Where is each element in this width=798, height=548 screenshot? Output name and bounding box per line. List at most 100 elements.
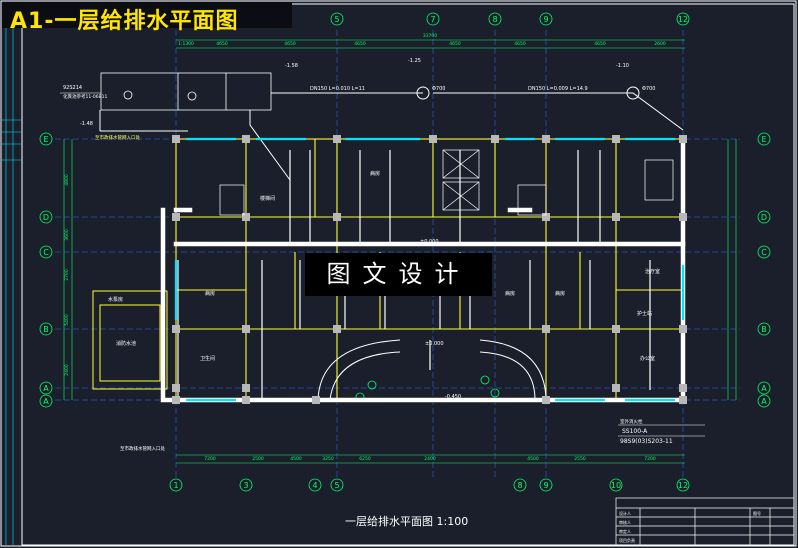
hydrant-spec: 室外消火栓 SS100-A 98S9(03)S203-11 bbox=[618, 418, 705, 445]
stair-core bbox=[219, 149, 674, 216]
elev-label: -1.48 bbox=[80, 121, 93, 127]
left-axis-label: D bbox=[43, 213, 49, 222]
diameter-label: Φ700 bbox=[432, 86, 445, 92]
bottom-axis-labels: 1 3 4 5 8 9 10 12 bbox=[173, 481, 688, 490]
title-banner: A1-一层给排水平面图 bbox=[2, 2, 292, 34]
spec-note: 室外消火栓 bbox=[620, 418, 643, 425]
top-axis-label: 9 bbox=[543, 15, 548, 24]
title-block bbox=[615, 497, 795, 546]
room-label: 水泵房 bbox=[108, 296, 123, 303]
room-label: 病房 bbox=[505, 290, 515, 297]
elev-label: -0.450 bbox=[445, 394, 461, 400]
bottom-dim-text: 2400 bbox=[424, 456, 436, 462]
room-label: 护士站 bbox=[637, 310, 652, 317]
binding-strip bbox=[1, 4, 22, 545]
right-axis-labels: E D C B A A bbox=[761, 135, 767, 406]
left-dim-text: 2400 bbox=[64, 364, 70, 376]
room-label: 消防水池 bbox=[116, 340, 136, 347]
drawing-frame-inner bbox=[21, 3, 795, 546]
bottom-dim-text: 3250 bbox=[322, 456, 334, 462]
tank-code: 92S214 bbox=[63, 85, 82, 91]
top-dim-text: 4650 bbox=[449, 41, 461, 47]
elev-label: ±0.000 bbox=[425, 341, 444, 347]
right-dimension-lines bbox=[727, 139, 737, 400]
bottom-axis-label: 8 bbox=[517, 481, 522, 490]
right-axis-label: C bbox=[761, 248, 767, 257]
left-dimension-texts: 4800 3600 2700 5400 2400 bbox=[64, 174, 70, 376]
bottom-dim-text: 2550 bbox=[574, 456, 586, 462]
right-axis-label: D bbox=[761, 213, 767, 222]
drawing-sheet-title: A1-一层给排水平面图 bbox=[10, 9, 239, 34]
top-dim-text: 4650 bbox=[284, 41, 296, 47]
left-axis-label: B bbox=[43, 325, 49, 334]
bottom-dim-text: 4500 bbox=[290, 456, 302, 462]
left-axis-label: E bbox=[43, 135, 48, 144]
room-label: 楼梯间 bbox=[260, 195, 275, 202]
title-block-cell: 项目负责 bbox=[619, 537, 635, 543]
manholes bbox=[416, 86, 640, 100]
pipe-label: DN150 L=0.009 L=14.9 bbox=[528, 86, 588, 92]
left-axis-label: A bbox=[43, 384, 49, 393]
top-axis-label: 5 bbox=[334, 15, 339, 24]
sewer-note: 至市政排水管网入口处 bbox=[95, 134, 140, 141]
top-axis-label: 7 bbox=[430, 15, 435, 24]
room-label: 病房 bbox=[370, 170, 380, 177]
title-block-cell: 审定人 bbox=[619, 528, 631, 534]
bottom-axis-label: 3 bbox=[243, 481, 248, 490]
windows bbox=[174, 137, 685, 402]
left-dim-text: 3600 bbox=[64, 229, 70, 241]
room-label: 病房 bbox=[205, 290, 215, 297]
right-axis-label: A bbox=[761, 384, 767, 393]
top-dim-text: 1:1300 bbox=[178, 41, 194, 47]
elev-label: -1.25 bbox=[408, 58, 421, 64]
watermark: 图文设计 bbox=[305, 253, 492, 296]
bottom-axis-label: 1 bbox=[173, 481, 178, 490]
elev-label: ±0.000 bbox=[420, 239, 439, 245]
top-dim-text: 4650 bbox=[216, 41, 228, 47]
title-block-cell: 审核人 bbox=[619, 519, 631, 525]
room-label: 卫生间 bbox=[200, 355, 215, 362]
left-dim-text: 4800 bbox=[64, 174, 70, 186]
left-dimension-lines bbox=[63, 139, 73, 400]
elev-label: -1.10 bbox=[616, 63, 629, 69]
left-axis-labels: E D C B A A bbox=[43, 135, 49, 406]
structural-columns bbox=[172, 135, 687, 404]
room-label: 办公室 bbox=[640, 355, 655, 362]
pump-room-block bbox=[92, 290, 168, 390]
right-axis-label: E bbox=[761, 135, 766, 144]
top-axis-label: 12 bbox=[678, 15, 688, 24]
title-block-cell: 图号 bbox=[753, 510, 761, 516]
right-axis-label: A bbox=[761, 397, 767, 406]
left-dim-text: 2700 bbox=[64, 269, 70, 281]
top-axis-label: 8 bbox=[492, 15, 497, 24]
bottom-axis-bubbles bbox=[169, 478, 690, 492]
left-axis-label: A bbox=[43, 397, 49, 406]
sewer-note-lower: 至市政排水管网入口处 bbox=[120, 445, 165, 452]
bottom-axis-label: 4 bbox=[312, 481, 317, 490]
top-dim-text: 2600 bbox=[654, 41, 666, 47]
room-label: 病房 bbox=[555, 290, 565, 297]
spec-code: 98S9(03)S203-11 bbox=[620, 438, 673, 445]
left-dim-text: 5400 bbox=[64, 314, 70, 326]
bottom-axis-label: 5 bbox=[334, 481, 339, 490]
bottom-dim-text: 4500 bbox=[527, 456, 539, 462]
right-axis-bubbles bbox=[757, 132, 771, 408]
bottom-dim-text: 2500 bbox=[252, 456, 264, 462]
diameter-label: Φ700 bbox=[642, 86, 655, 92]
bottom-dimension-texts: 7200 2500 4500 3250 6250 2400 4500 2550 … bbox=[204, 456, 656, 462]
right-axis-label: B bbox=[761, 325, 767, 334]
bottom-dim-text: 6250 bbox=[359, 456, 371, 462]
bottom-axis-label: 9 bbox=[543, 481, 548, 490]
room-labels: 治疗室 护士站 办公室 病房 病房 病房 病房 卫生间 楼梯间 ±0.000 ±… bbox=[200, 170, 660, 400]
bottom-dimension-lines bbox=[176, 454, 685, 464]
top-dim-text: 4650 bbox=[514, 41, 526, 47]
title-block-labels: 设计人 审核人 审定人 项目负责 图号 bbox=[619, 510, 761, 543]
elev-label: -1.58 bbox=[285, 63, 298, 69]
left-axis-label: C bbox=[43, 248, 49, 257]
bottom-axis-label: 12 bbox=[678, 481, 688, 490]
top-dim-text: 4650 bbox=[594, 41, 606, 47]
bottom-axis-label: 10 bbox=[611, 481, 621, 490]
top-dimension-texts: 1:1300 4650 4650 4650 4650 4650 4650 260… bbox=[178, 33, 666, 47]
